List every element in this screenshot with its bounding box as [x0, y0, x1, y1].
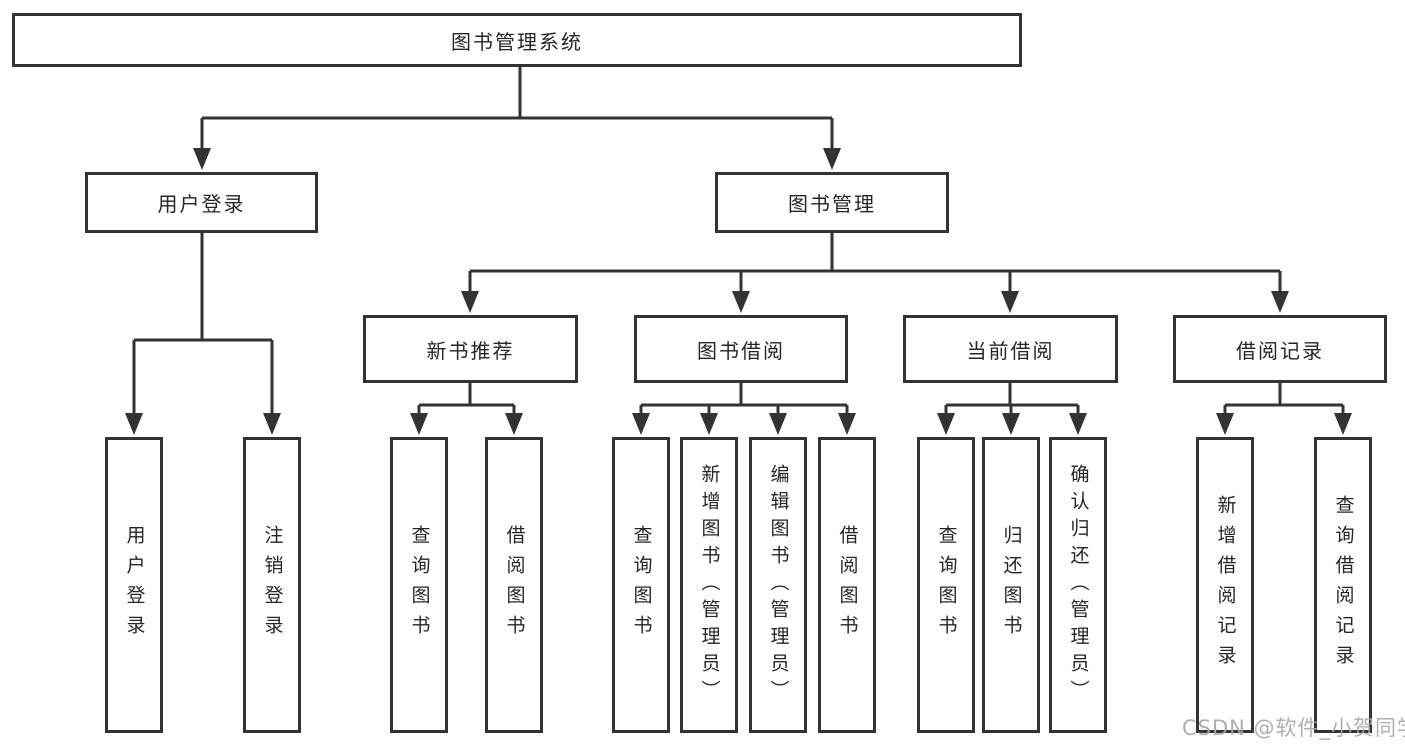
connector-new-books-children	[410, 383, 523, 435]
arrowhead	[461, 291, 479, 313]
leaf-borrow-books-recommend: 借阅图书	[485, 437, 543, 733]
node-label: 新增图书（管理员）	[698, 463, 721, 707]
node-new-book-recommend: 新书推荐	[363, 315, 578, 383]
node-label: 新增借阅记录	[1214, 495, 1237, 675]
connector-book-mgmt-children	[461, 233, 1289, 313]
watermark: CSDN @软件_小贺同学	[1182, 716, 1405, 740]
node-label: 图书管理系统	[451, 29, 583, 54]
node-label: 图书管理	[788, 192, 876, 216]
leaf-query-books-recommend: 查询图书	[390, 437, 448, 733]
node-book-borrowing: 图书借阅	[634, 315, 848, 383]
node-borrowing-records: 借阅记录	[1173, 315, 1387, 383]
node-label: 编辑图书（管理员）	[767, 463, 790, 707]
node-label: 用户登录	[123, 525, 146, 645]
leaf-add-book-admin: 新增图书（管理员）	[680, 437, 738, 733]
leaf-edit-book-admin: 编辑图书（管理员）	[749, 437, 807, 733]
node-label: 借阅图书	[836, 525, 859, 645]
connector-current-borrow-children	[937, 383, 1087, 435]
node-current-borrowing: 当前借阅	[903, 315, 1118, 383]
leaf-confirm-return-admin: 确认归还（管理员）	[1049, 437, 1107, 733]
leaf-query-borrow-record: 查询借阅记录	[1314, 437, 1372, 733]
arrowhead	[1069, 413, 1087, 435]
node-label: 查询图书	[630, 525, 653, 645]
node-label: 归还图书	[1000, 525, 1023, 645]
arrowhead	[1216, 413, 1234, 435]
arrowhead	[125, 413, 143, 435]
node-label: 查询借阅记录	[1332, 495, 1355, 675]
leaf-query-books-current: 查询图书	[917, 437, 975, 733]
node-label: 新书推荐	[426, 338, 515, 363]
arrowhead	[838, 413, 856, 435]
connector-borrow-records-children	[1216, 383, 1352, 435]
arrowhead	[263, 413, 281, 435]
connector-root-to-level2	[193, 67, 841, 170]
arrowhead	[193, 148, 211, 170]
arrowhead	[732, 291, 750, 313]
arrowhead	[769, 413, 787, 435]
arrowhead	[505, 413, 523, 435]
leaf-query-books-borrow: 查询图书	[612, 437, 670, 733]
node-user-login: 用户登录	[85, 172, 318, 233]
arrowhead	[632, 413, 650, 435]
node-label: 确认归还（管理员）	[1067, 463, 1090, 707]
node-label: 借阅记录	[1236, 338, 1324, 363]
node-root: 图书管理系统	[12, 13, 1022, 67]
leaf-add-borrow-record: 新增借阅记录	[1196, 437, 1254, 733]
node-label: 查询图书	[935, 525, 958, 645]
arrowhead	[1002, 413, 1020, 435]
leaf-return-book: 归还图书	[982, 437, 1040, 733]
leaf-borrow-books: 借阅图书	[818, 437, 876, 733]
arrowhead	[700, 413, 718, 435]
node-label: 用户登录	[157, 192, 246, 216]
node-label: 查询图书	[408, 525, 431, 645]
arrowhead	[410, 413, 428, 435]
node-label: 借阅图书	[503, 525, 526, 645]
arrowhead	[1001, 291, 1019, 313]
leaf-logout: 注销登录	[243, 437, 301, 733]
connector-book-borrow-children	[632, 383, 856, 435]
node-label: 当前借阅	[966, 338, 1055, 363]
leaf-user-login: 用户登录	[105, 437, 163, 733]
connector-user-login-children	[125, 233, 281, 435]
arrowhead	[823, 148, 841, 170]
arrowhead	[937, 413, 955, 435]
node-label: 注销登录	[261, 525, 284, 645]
node-label: 图书借阅	[697, 338, 785, 363]
arrowhead	[1271, 291, 1289, 313]
node-book-management: 图书管理	[715, 172, 949, 233]
arrowhead	[1334, 413, 1352, 435]
